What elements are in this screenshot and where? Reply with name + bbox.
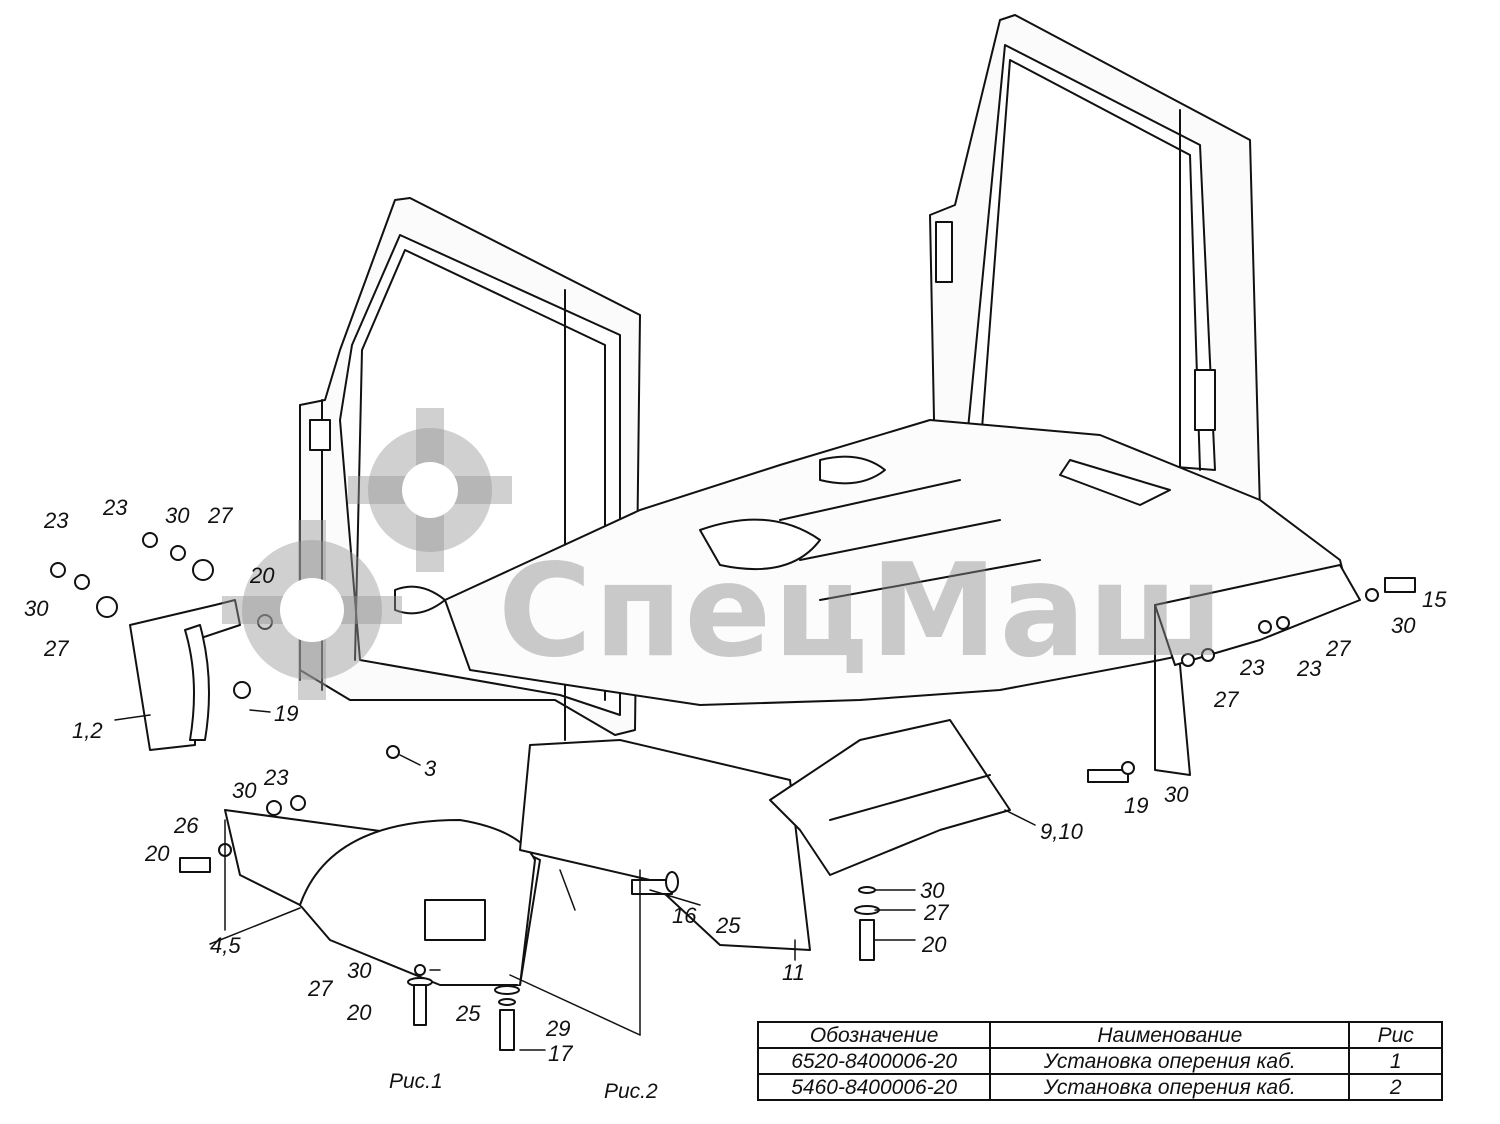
callout-27: 27 bbox=[208, 503, 233, 528]
cell-designation: 6520-8400006-20 bbox=[756, 1047, 992, 1075]
callout-27: 27 bbox=[44, 636, 69, 661]
col-header-designation: Обозначение bbox=[756, 1021, 992, 1049]
callout-19: 19 bbox=[274, 701, 299, 726]
callout-4-5: 4,5 bbox=[210, 933, 241, 958]
callout-23: 23 bbox=[103, 495, 128, 520]
callout-29: 29 bbox=[546, 1016, 571, 1041]
callout-27: 27 bbox=[1326, 636, 1351, 661]
part-1-2-bracket bbox=[129, 599, 241, 751]
callout-11: 11 bbox=[782, 960, 805, 985]
cell-designation: 5460-8400006-20 bbox=[756, 1073, 992, 1101]
callout-25: 25 bbox=[456, 1001, 481, 1026]
callout-27: 27 bbox=[1214, 687, 1239, 712]
callout-16: 16 bbox=[672, 903, 697, 928]
fasteners bbox=[50, 532, 1416, 1051]
callout-30: 30 bbox=[1391, 613, 1416, 638]
right-door-frame bbox=[929, 14, 1261, 521]
callout-20: 20 bbox=[347, 1000, 372, 1025]
callout-27: 27 bbox=[924, 900, 949, 925]
callout-23: 23 bbox=[264, 765, 289, 790]
callout-17: 17 bbox=[548, 1041, 573, 1066]
callout-23: 23 bbox=[44, 508, 69, 533]
callout-30: 30 bbox=[165, 503, 190, 528]
callout-15: 15 bbox=[1422, 587, 1447, 612]
callout-26: 26 bbox=[174, 813, 199, 838]
callout-1-2: 1,2 bbox=[72, 718, 103, 743]
watermark-text: СпецМаш bbox=[498, 537, 1226, 686]
callout-19: 19 bbox=[1124, 793, 1149, 818]
callout-25: 25 bbox=[716, 913, 741, 938]
table-row: 6520-8400006-20 Установка оперения каб. … bbox=[756, 1047, 1443, 1075]
callout-23: 23 bbox=[1240, 655, 1265, 680]
cell-name: Установка оперения каб. bbox=[989, 1047, 1351, 1075]
right-rear-flap bbox=[1154, 564, 1361, 776]
callout-9-10: 9,10 bbox=[1040, 819, 1083, 844]
specification-table: Обозначение Наименование Рис 6520-840000… bbox=[756, 1021, 1443, 1101]
part-9-10-step bbox=[769, 719, 1011, 876]
callout-20: 20 bbox=[145, 841, 170, 866]
cell-name: Установка оперения каб. bbox=[989, 1073, 1351, 1101]
callout-3: 3 bbox=[424, 756, 437, 781]
leader-lines bbox=[114, 709, 1036, 1051]
callout-30: 30 bbox=[920, 878, 945, 903]
figure-1-label: Рис.1 bbox=[389, 1070, 443, 1093]
callout-20: 20 bbox=[922, 932, 947, 957]
callout-30: 30 bbox=[347, 958, 372, 983]
table-header-row: Обозначение Наименование Рис bbox=[756, 1021, 1443, 1049]
callout-27: 27 bbox=[308, 976, 333, 1001]
callout-20: 20 bbox=[250, 563, 275, 588]
table-row: 5460-8400006-20 Установка оперения каб. … bbox=[756, 1073, 1443, 1101]
callout-30: 30 bbox=[1164, 782, 1189, 807]
cell-figure: 1 bbox=[1348, 1047, 1443, 1075]
cell-figure: 2 bbox=[1348, 1073, 1443, 1101]
callout-30: 30 bbox=[232, 778, 257, 803]
cab-floor-panel bbox=[394, 419, 1351, 706]
callout-30: 30 bbox=[24, 596, 49, 621]
col-header-figure: Рис bbox=[1348, 1021, 1443, 1049]
col-header-name: Наименование bbox=[989, 1021, 1351, 1049]
callout-23: 23 bbox=[1297, 656, 1322, 681]
figure-2-label: Рис.2 bbox=[604, 1080, 658, 1103]
part-11-mud-panel bbox=[519, 739, 811, 951]
part-4-5-fender bbox=[224, 809, 541, 986]
